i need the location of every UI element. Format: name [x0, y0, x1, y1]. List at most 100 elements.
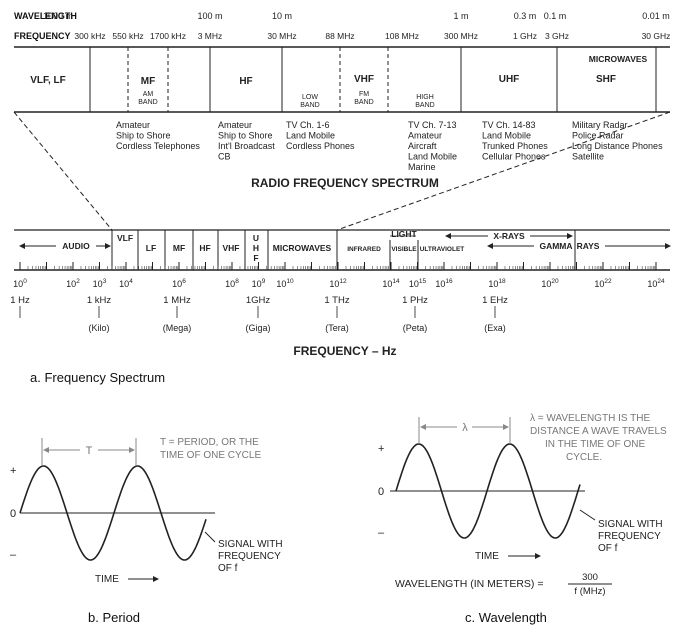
frequency-value-0: 300 kHz [74, 31, 105, 41]
exponent-label: 1016 [435, 278, 453, 289]
prefix-label: (Mega) [163, 323, 192, 333]
frequency-row-label: FREQUENCY [14, 31, 71, 41]
band-shf: SHF [596, 74, 616, 85]
frequency-value-7: 300 MHz [444, 31, 478, 41]
period-plus: + [10, 465, 16, 477]
zoom-left-line [13, 111, 113, 231]
spectrum-uhf-u: U [253, 233, 259, 243]
wavelength-desc-line2: DISTANCE A WAVE TRAVELS [530, 426, 667, 437]
spectrum-vhf: VHF [223, 243, 240, 253]
wavelength-sine-wave [395, 443, 581, 539]
uhf-use-item: TV Ch. 14-83 [482, 120, 536, 130]
hf-use-item: Ship to Shore [218, 131, 273, 141]
spectrum-rays: RAYS [577, 241, 600, 251]
period-minus: – [10, 549, 17, 561]
wavelength-lambda-symbol: λ [462, 422, 468, 434]
am-band-line2: BAND [138, 99, 157, 106]
spectrum-gamma: GAMMA [539, 241, 572, 251]
high-use-item: Land Mobile [408, 152, 457, 162]
fm-band-line2: BAND [354, 99, 373, 106]
frequency-axis-title: FREQUENCY – Hz [293, 344, 396, 358]
exponent-label: 100 [13, 278, 27, 289]
band-vlf-lf: VLF, LF [30, 75, 66, 86]
frequency-value-3: 3 MHz [198, 31, 223, 41]
wavelength-value-1: 100 m [197, 11, 222, 21]
period-signal-leader [204, 531, 216, 543]
spectrum-hf: HF [199, 243, 210, 253]
low-use-item: Land Mobile [286, 131, 335, 141]
wavelength-plus: + [378, 443, 384, 455]
wavelength-signal-line3: OF f [598, 543, 618, 554]
prefix-label: (Peta) [403, 323, 428, 333]
low-use-item: Cordless Phones [286, 141, 355, 151]
period-time-label: TIME [95, 574, 119, 585]
exponent-label: 1020 [541, 278, 559, 289]
rf-band-dividers [89, 47, 657, 112]
frequency-axis-ticks [19, 262, 657, 270]
exponent-label: 103 [93, 278, 107, 289]
exponent-label: 1018 [488, 278, 506, 289]
wavelength-signal-leader [579, 509, 596, 521]
high-use-item: Aircraft [408, 141, 437, 151]
frequency-value-2: 1700 kHz [150, 31, 186, 41]
period-desc-line2: TIME OF ONE CYCLE [160, 450, 261, 461]
frequency-value-1: 550 kHz [112, 31, 143, 41]
frequency-value-9: 3 GHz [545, 31, 569, 41]
spectrum-xrays: X-RAYS [493, 231, 525, 241]
band-hf: HF [239, 76, 252, 87]
high-use-item: Amateur [408, 131, 442, 141]
exponent-label: 104 [119, 278, 133, 289]
wavelength-zero: 0 [378, 486, 384, 498]
period-signal-line3: OF f [218, 563, 238, 574]
exponent-label: 1010 [276, 278, 294, 289]
low-band-line2: BAND [300, 102, 319, 109]
unit-label: 1 Hz [10, 295, 30, 306]
frequency-values: 300 kHz 550 kHz 1700 kHz 3 MHz 30 MHz 88 MHz 1… [74, 31, 670, 41]
exponent-label: 106 [172, 278, 186, 289]
caption-b: b. Period [88, 610, 140, 625]
band-microwaves: MICROWAVES [589, 54, 648, 64]
exponent-label: 1012 [329, 278, 347, 289]
zoom-right-line [336, 111, 671, 231]
high-band-line1: HIGH [416, 94, 434, 101]
band-uhf: UHF [499, 74, 520, 85]
prefix-label: (Giga) [245, 323, 270, 333]
exponent-label: 1014 [382, 278, 400, 289]
prefix-label: (Exa) [484, 323, 506, 333]
wavelength-value-2: 10 m [272, 11, 292, 21]
wavelength-value-0: 1000 m [43, 11, 73, 21]
spectrum-microwaves: MICROWAVES [273, 243, 332, 253]
frequency-value-5: 88 MHz [325, 31, 354, 41]
high-use-item: TV Ch. 7-13 [408, 120, 457, 130]
period-signal-line1: SIGNAL WITH [218, 539, 283, 550]
frequency-axis-prefixes: (Kilo)(Mega)(Giga)(Tera)(Peta)(Exa) [88, 323, 505, 333]
unit-label: 1 THz [324, 295, 349, 306]
frequency-value-8: 1 GHz [513, 31, 537, 41]
period-desc-line1: T = PERIOD, OR THE [160, 437, 259, 448]
unit-label: 1 kHz [87, 295, 112, 306]
mf-use-item: Cordless Telephones [116, 141, 200, 151]
uhf-use-item: Land Mobile [482, 131, 531, 141]
unit-label: 1 EHz [482, 295, 508, 306]
spectrum-ultraviolet: ULTRAVIOLET [420, 246, 465, 253]
caption-c: c. Wavelength [465, 610, 547, 625]
fm-band-line1: FM [359, 91, 369, 98]
frequency-value-4: 30 MHz [267, 31, 296, 41]
exponent-label: 1015 [409, 278, 427, 289]
unit-label: 1 MHz [163, 295, 191, 306]
shf-use-item: Long Distance Phones [572, 141, 663, 151]
uhf-use-item: Trunked Phones [482, 141, 548, 151]
spectrum-lf: LF [146, 243, 156, 253]
wavelength-row-label: WAVELENGTH [14, 11, 77, 21]
mf-use-item: Amateur [116, 120, 150, 130]
wavelength-time-label: TIME [475, 551, 499, 562]
wavelength-signal-line1: SIGNAL WITH [598, 519, 663, 530]
mf-use-item: Ship to Shore [116, 131, 171, 141]
wavelength-signal-line2: FREQUENCY [598, 531, 661, 542]
